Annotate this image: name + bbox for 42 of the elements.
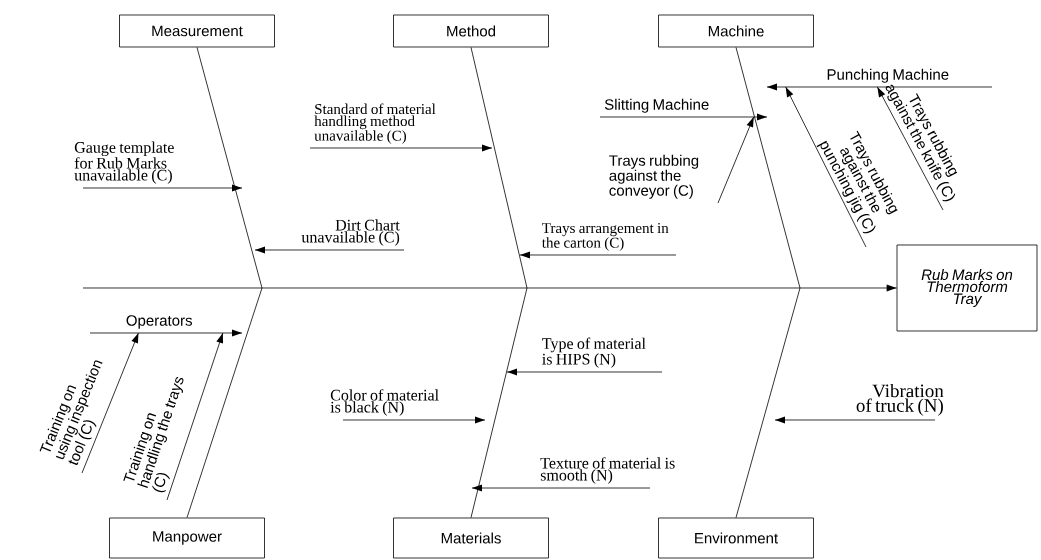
bone-line — [470, 287, 528, 518]
arrow — [309, 144, 493, 152]
category-box: Method — [393, 14, 549, 48]
arrow — [81, 332, 139, 474]
arrow — [717, 116, 755, 204]
category-box: Materials — [393, 517, 549, 559]
effect-box: Rub Marks on Thermoform Tray — [896, 244, 1038, 332]
arrow — [599, 113, 768, 121]
arrow — [766, 83, 993, 91]
arrow — [82, 184, 243, 192]
arrow — [774, 416, 936, 424]
subcause-label: Slitting Machine — [604, 98, 709, 113]
category-box: Measurement — [119, 14, 275, 48]
bone-line — [186, 287, 263, 518]
arrow — [506, 368, 663, 376]
cause-label: Texture of material is smooth (N) — [540, 457, 675, 484]
arrow — [471, 484, 651, 492]
cause-label: Color of material is black (N) — [330, 389, 439, 416]
arrow — [877, 86, 944, 211]
category-box: Environment — [658, 517, 814, 559]
cause-label: Dirt Chart unavailable (C) — [301, 219, 400, 246]
bone-line — [196, 47, 263, 289]
arrow — [254, 246, 405, 254]
bone-line — [735, 47, 801, 289]
arrow — [342, 416, 486, 424]
category-box: Machine — [658, 14, 814, 48]
subcause-label: Punching Machine — [827, 68, 949, 83]
arrow — [519, 251, 677, 259]
cause-label: Standard of material handling method unavailable (C) — [314, 103, 436, 144]
cause-label: Vibration of truck (N) — [856, 383, 944, 416]
spine-arrow — [82, 284, 897, 292]
arrow — [89, 329, 243, 337]
arrow — [785, 86, 867, 248]
subcause-label: Operators — [126, 315, 192, 329]
cause-label: Gauge template for Rub Marks unavailable (C) — [74, 141, 174, 184]
cause-label: Type of material is HIPS (N) — [542, 337, 646, 368]
cause-label: Trays arrangement in the carton (C) — [541, 223, 669, 251]
bone-line — [735, 287, 801, 518]
category-box: Manpower — [109, 517, 265, 559]
bone-line — [470, 47, 528, 289]
arrow — [166, 332, 224, 501]
cause-label: Trays rubbing against the conveyor (C) — [609, 154, 699, 199]
